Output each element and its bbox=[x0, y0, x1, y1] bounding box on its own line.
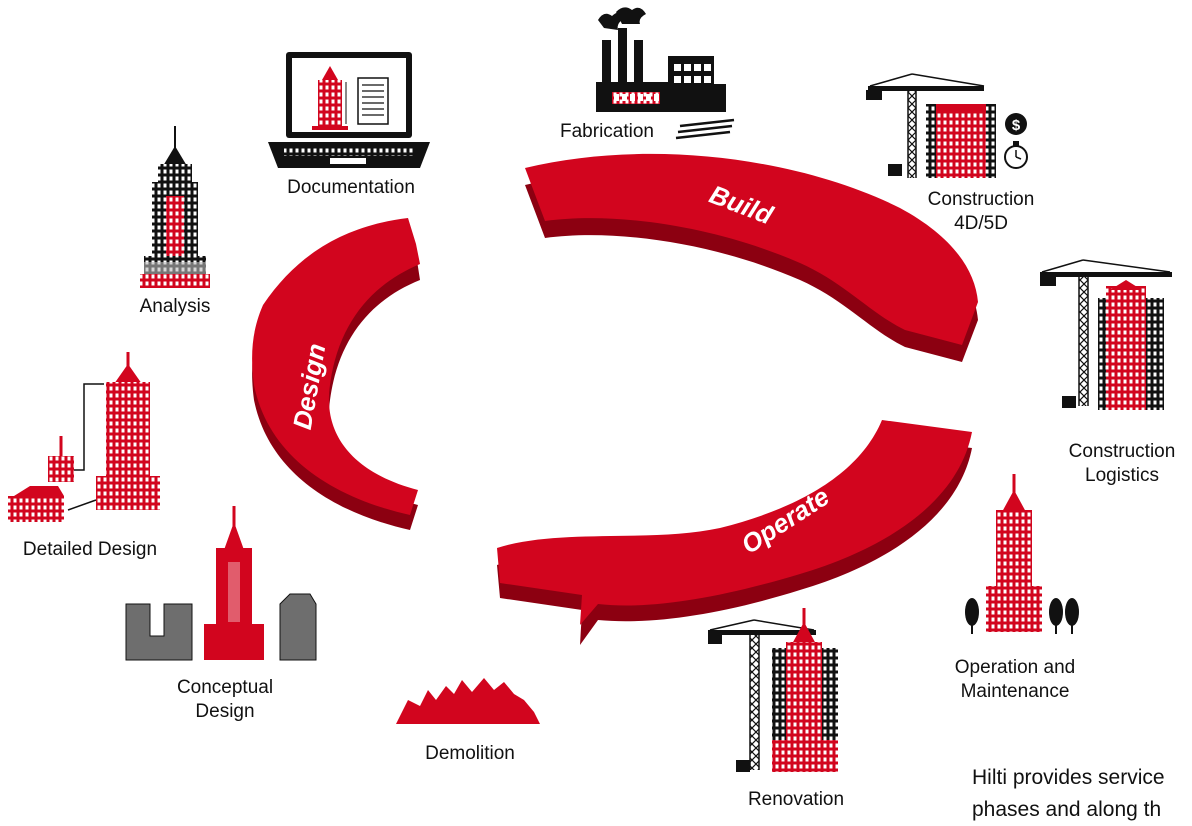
fabrication-label: Fabrication bbox=[560, 121, 654, 142]
demolition-label: Demolition bbox=[425, 743, 515, 764]
construction-4d5d-line1: Construction bbox=[927, 189, 1035, 210]
construction-4d5d-line2: 4D/5D bbox=[954, 213, 1008, 234]
design-arc: Design bbox=[252, 218, 420, 530]
construction-logistics-line2: Logistics bbox=[1085, 465, 1159, 486]
factory-icon bbox=[596, 7, 735, 140]
building-trees-icon bbox=[965, 474, 1079, 634]
detailed-design-label: Detailed Design bbox=[22, 539, 158, 560]
renovation-label: Renovation bbox=[747, 789, 845, 810]
conceptual-design-line1: Conceptual bbox=[176, 677, 274, 698]
analysis-label: Analysis bbox=[139, 296, 211, 317]
construction-4d5d-label: Construction 4D/5D bbox=[906, 188, 1056, 236]
footnote-text: Hilti provides service phases and along … bbox=[972, 762, 1165, 826]
footnote-line2: phases and along th bbox=[972, 798, 1162, 821]
operation-maintenance-line2: Maintenance bbox=[960, 681, 1070, 702]
skyscraper-analysis-icon bbox=[140, 126, 210, 288]
laptop-blueprint-icon bbox=[268, 52, 430, 168]
operation-maintenance-line1: Operation and bbox=[954, 657, 1076, 678]
construction-logistics-line1: Construction bbox=[1068, 441, 1176, 462]
operate-arc: Operate bbox=[497, 420, 972, 645]
construction-logistics-label: Construction Logistics bbox=[1052, 440, 1192, 488]
rubble-icon bbox=[396, 678, 540, 724]
detailed-building-icon bbox=[8, 352, 160, 522]
operation-maintenance-label: Operation and Maintenance bbox=[930, 656, 1100, 704]
concept-massing-icon bbox=[125, 506, 317, 661]
crane-building-icon bbox=[1040, 259, 1172, 410]
documentation-label: Documentation bbox=[287, 177, 415, 198]
crane-cost-time-icon: $ bbox=[866, 73, 1028, 178]
conceptual-design-label: Conceptual Design bbox=[150, 676, 300, 724]
footnote-line1: Hilti provides service bbox=[972, 766, 1165, 789]
svg-text:$: $ bbox=[1012, 117, 1021, 134]
build-arc: Build bbox=[525, 153, 978, 362]
crane-renovation-icon bbox=[708, 608, 838, 772]
conceptual-design-line2: Design bbox=[195, 701, 255, 722]
